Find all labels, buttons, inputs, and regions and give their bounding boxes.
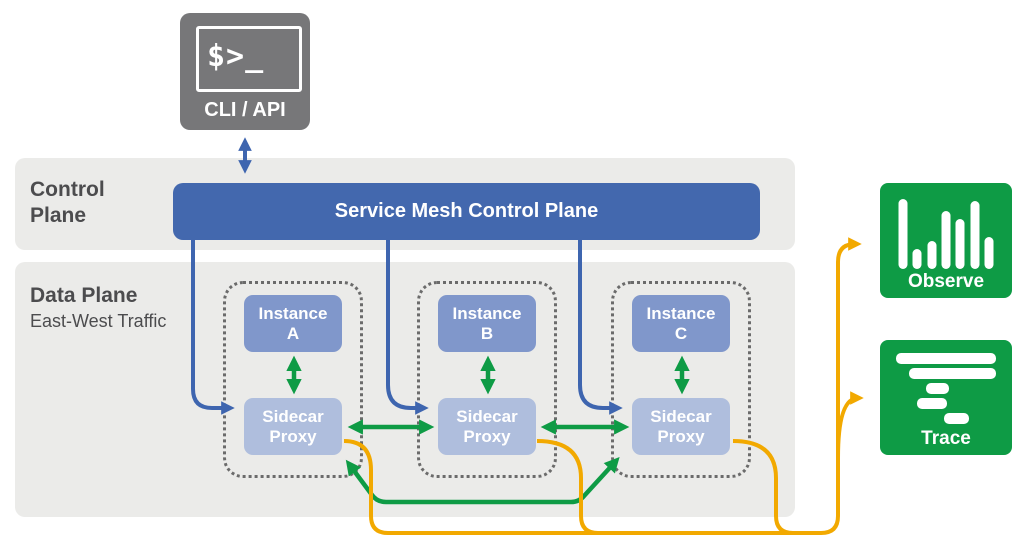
trace-node: Trace bbox=[880, 340, 1012, 455]
instance-b-label-line2: B bbox=[480, 323, 494, 343]
instance-b-label-line1: Instance bbox=[452, 303, 522, 323]
proxy-a-label-line1: Sidecar bbox=[262, 406, 324, 426]
observe-node: Observe bbox=[880, 183, 1012, 298]
service-mesh-control-plane-bar: Service Mesh Control Plane bbox=[173, 183, 760, 240]
service-group-b: Instance B Sidecar Proxy bbox=[417, 281, 557, 478]
instance-c-label-line1: Instance bbox=[646, 303, 716, 323]
bar-chart-icon bbox=[898, 197, 994, 269]
sidecar-proxy-b-node: Sidecar Proxy bbox=[438, 398, 536, 455]
data-plane-label: Data Plane bbox=[30, 284, 138, 307]
terminal-icon: $>_ bbox=[196, 26, 302, 92]
cli-api-node: $>_ CLI / API bbox=[180, 13, 310, 130]
instance-a-label-line2: A bbox=[286, 323, 300, 343]
control-plane-label-line2: Plane bbox=[30, 204, 87, 227]
service-group-a: Instance A Sidecar Proxy bbox=[223, 281, 363, 478]
control-plane-bar-label: Service Mesh Control Plane bbox=[334, 200, 599, 222]
proxy-a-label-line2: Proxy bbox=[269, 426, 317, 446]
instance-a-node: Instance A bbox=[244, 295, 342, 352]
instance-a-label-line1: Instance bbox=[258, 303, 328, 323]
proxy-c-label-line2: Proxy bbox=[657, 426, 705, 446]
control-plane-band-label: Control Plane bbox=[30, 177, 105, 229]
cli-api-label: CLI / API bbox=[204, 99, 286, 121]
service-group-c: Instance C Sidecar Proxy bbox=[611, 281, 751, 478]
trace-label: Trace bbox=[921, 428, 971, 449]
arrow-telemetry-trace bbox=[836, 391, 864, 459]
proxy-b-label-line2: Proxy bbox=[463, 426, 511, 446]
data-plane-band-label: Data Plane East-West Traffic bbox=[30, 283, 166, 333]
sidecar-proxy-c-node: Sidecar Proxy bbox=[632, 398, 730, 455]
instance-c-label-line2: C bbox=[674, 323, 688, 343]
instance-b-node: Instance B bbox=[438, 295, 536, 352]
trace-spans-icon bbox=[896, 353, 996, 424]
instance-c-node: Instance C bbox=[632, 295, 730, 352]
observe-label: Observe bbox=[907, 271, 985, 292]
proxy-b-label-line1: Sidecar bbox=[456, 406, 518, 426]
control-plane-label-line1: Control bbox=[30, 178, 105, 201]
proxy-c-label-line1: Sidecar bbox=[650, 406, 712, 426]
sidecar-proxy-a-node: Sidecar Proxy bbox=[244, 398, 342, 455]
data-plane-sublabel: East-West Traffic bbox=[30, 311, 167, 331]
